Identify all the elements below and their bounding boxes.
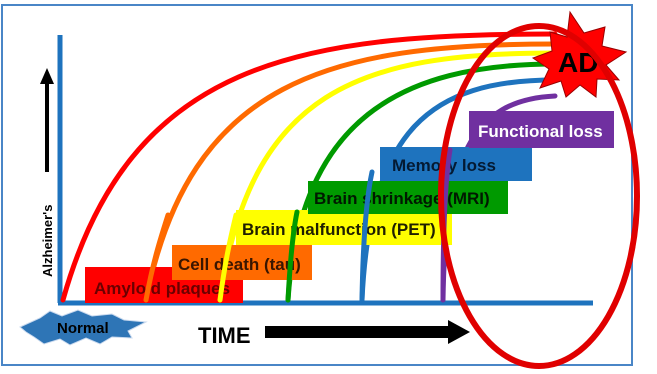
memory-curve-overlay [359, 169, 375, 303]
mri-curve-overlay [285, 209, 300, 303]
functional-curve-overlay [440, 147, 453, 303]
stage-label-text: Cell death (tau) [178, 255, 301, 274]
stage-label-text: Functional loss [478, 122, 603, 141]
pet-curve-overlay [217, 212, 239, 303]
curve-overlays [143, 147, 453, 303]
tau-curve-overlay [143, 212, 171, 303]
time-arrow-head [448, 320, 470, 344]
stage-label-pet: Brain malfunction (PET) [236, 210, 452, 245]
x-axis-label: TIME [198, 323, 251, 348]
tau-curve [143, 41, 558, 303]
ad-starburst-icon [531, 10, 628, 98]
time-arrow-shaft [265, 326, 450, 338]
stage-label-functional: Functional loss [469, 111, 614, 148]
y-axis-arrow-head [40, 68, 54, 84]
normal-badge: Normal [19, 309, 148, 346]
stage-label-text: Brain malfunction (PET) [242, 220, 436, 239]
stage-label-text: Amyloid plaques [94, 279, 230, 298]
stage-label-mri: Brain shrinkage (MRI) [308, 181, 508, 214]
amyloid-curve [60, 31, 558, 303]
stage-label-memory: Memory loss [380, 147, 532, 181]
normal-label: Normal [57, 320, 109, 337]
normal-burst-icon [19, 309, 148, 346]
y-axis-label: Alzheimer's [40, 205, 55, 277]
stage-label-text: Brain shrinkage (MRI) [314, 189, 490, 208]
ad-highlight-ellipse [438, 23, 640, 369]
